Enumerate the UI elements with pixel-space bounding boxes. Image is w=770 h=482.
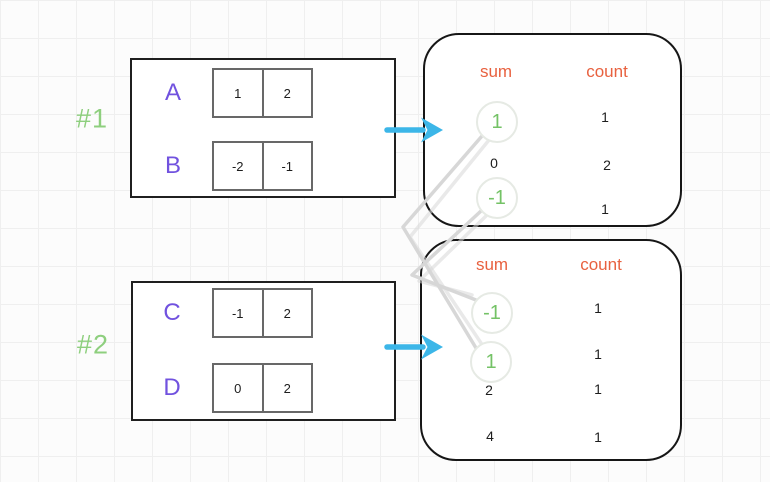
count-value: 1	[594, 300, 602, 316]
sum-value: 4	[486, 428, 494, 444]
count-header: count	[586, 62, 628, 81]
example-2-label: #2	[76, 329, 110, 360]
array-label-c: C	[163, 299, 181, 326]
array-b-cells: -2 -1	[212, 141, 313, 191]
highlighted-sum-circle: 1	[470, 341, 512, 383]
array-label-b: B	[164, 152, 182, 179]
array-a-cells: 1 2	[212, 68, 313, 118]
array-cell: 2	[283, 85, 291, 101]
highlighted-sum-circle: -1	[476, 177, 518, 219]
count-value: 1	[594, 429, 602, 445]
array-d-cells: 0 2	[212, 363, 313, 413]
array-label-d: D	[163, 374, 181, 401]
count-value: 1	[594, 346, 602, 362]
array-cell: -2	[214, 143, 264, 189]
array-cell: -1	[281, 158, 294, 174]
array-label-a: A	[164, 79, 182, 106]
array-cell: 2	[283, 305, 291, 321]
sum-header: sum	[475, 255, 509, 274]
sum-value: 0	[490, 155, 498, 171]
count-value: 2	[603, 157, 611, 173]
highlighted-sum-circle: -1	[471, 292, 513, 334]
count-value: 1	[601, 201, 609, 217]
result-box-1	[423, 33, 682, 227]
count-header: count	[580, 255, 622, 274]
count-value: 1	[594, 381, 602, 397]
sum-value: 2	[485, 382, 493, 398]
array-cell: -1	[214, 290, 264, 336]
array-cell: 0	[214, 365, 264, 411]
array-cell: 1	[214, 70, 264, 116]
example-1-label: #1	[75, 103, 109, 134]
sum-header: sum	[479, 62, 513, 81]
count-value: 1	[601, 109, 609, 125]
highlighted-sum-circle: 1	[476, 101, 518, 143]
array-cell: 2	[283, 380, 291, 396]
array-c-cells: -1 2	[212, 288, 313, 338]
result-box-2	[420, 239, 682, 461]
